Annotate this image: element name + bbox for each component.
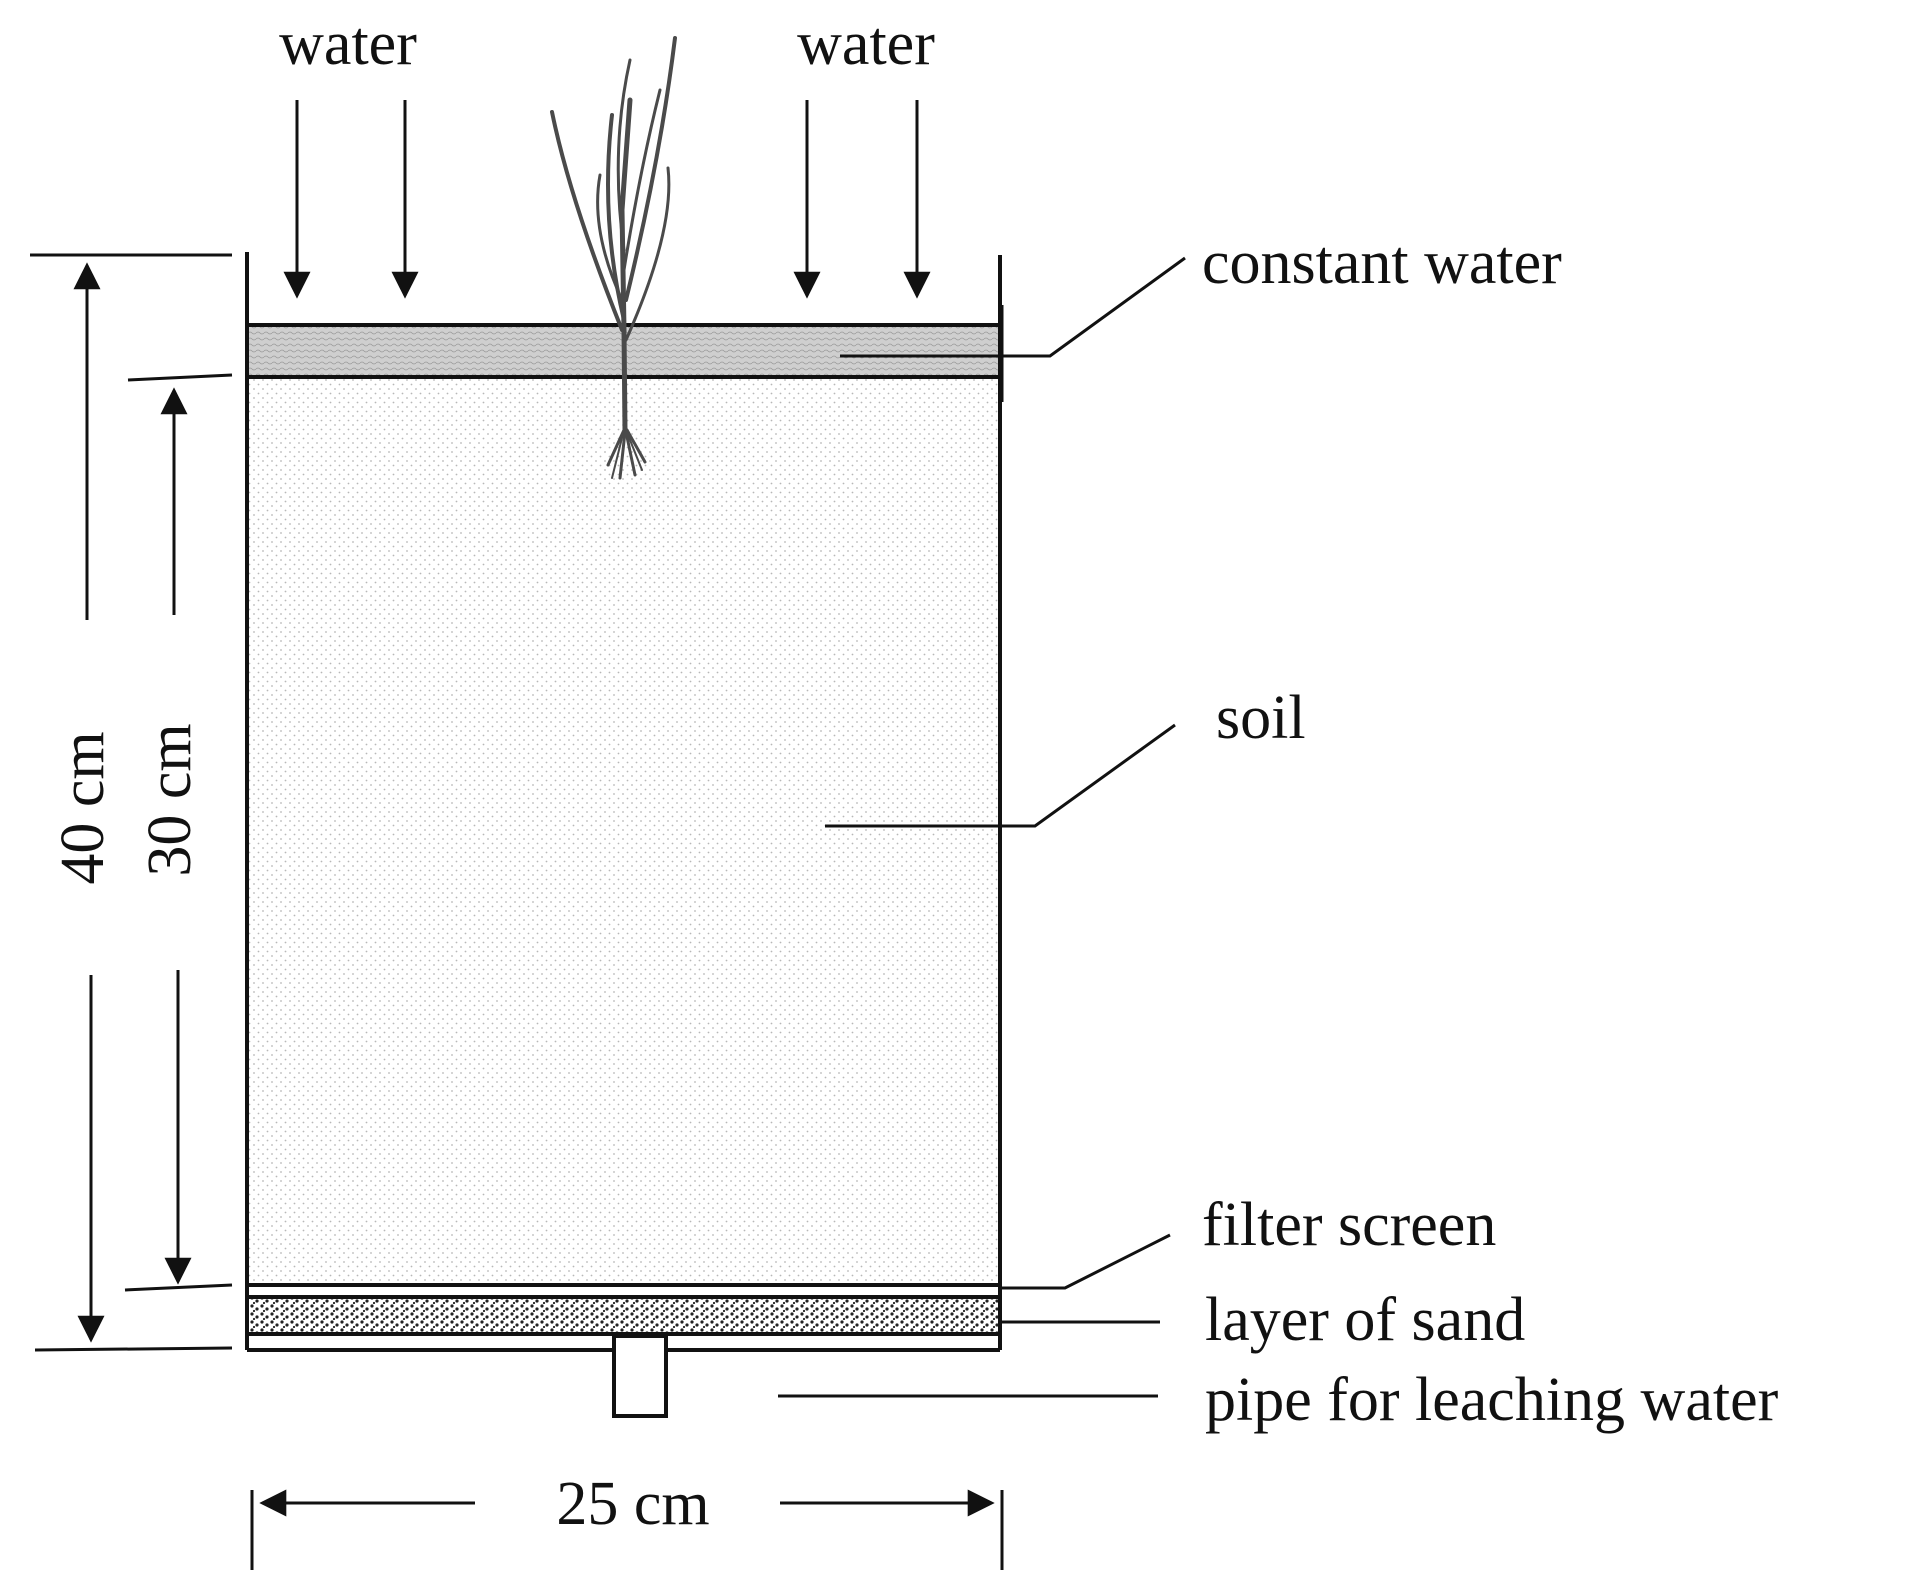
width-dimension <box>250 1489 1004 1570</box>
leaching-pipe <box>612 1334 668 1418</box>
rice-seedling-icon <box>550 36 677 480</box>
filter-screen-label: filter screen <box>1202 1191 1496 1259</box>
soil-layer <box>247 377 1000 1285</box>
sand-layer <box>247 1297 1000 1334</box>
dim-bottom-tick <box>34 1346 233 1352</box>
dim-water-tick <box>127 373 233 382</box>
water-label-left: water <box>279 10 417 78</box>
pipe-label: pipe for leaching water <box>1205 1366 1779 1434</box>
leader-soil <box>825 723 1176 828</box>
height-total-label: 40 cm <box>49 731 117 884</box>
leader-filter-screen <box>1000 1233 1171 1290</box>
soil-label: soil <box>1216 684 1306 752</box>
width-label: 25 cm <box>556 1470 709 1538</box>
water-arrows <box>283 100 931 299</box>
layer-of-sand-label: layer of sand <box>1205 1286 1525 1354</box>
constant-water-label: constant water <box>1202 229 1562 297</box>
height-soil-label: 30 cm <box>136 723 204 876</box>
filter-screen-layer <box>247 1285 1000 1297</box>
leader-constant-water <box>840 256 1186 358</box>
dim-filter-tick <box>124 1283 233 1292</box>
leader-lines <box>778 256 1186 1398</box>
water-label-right: water <box>797 10 935 78</box>
container-walls <box>245 252 1004 1352</box>
height-dimensions <box>30 253 233 1352</box>
